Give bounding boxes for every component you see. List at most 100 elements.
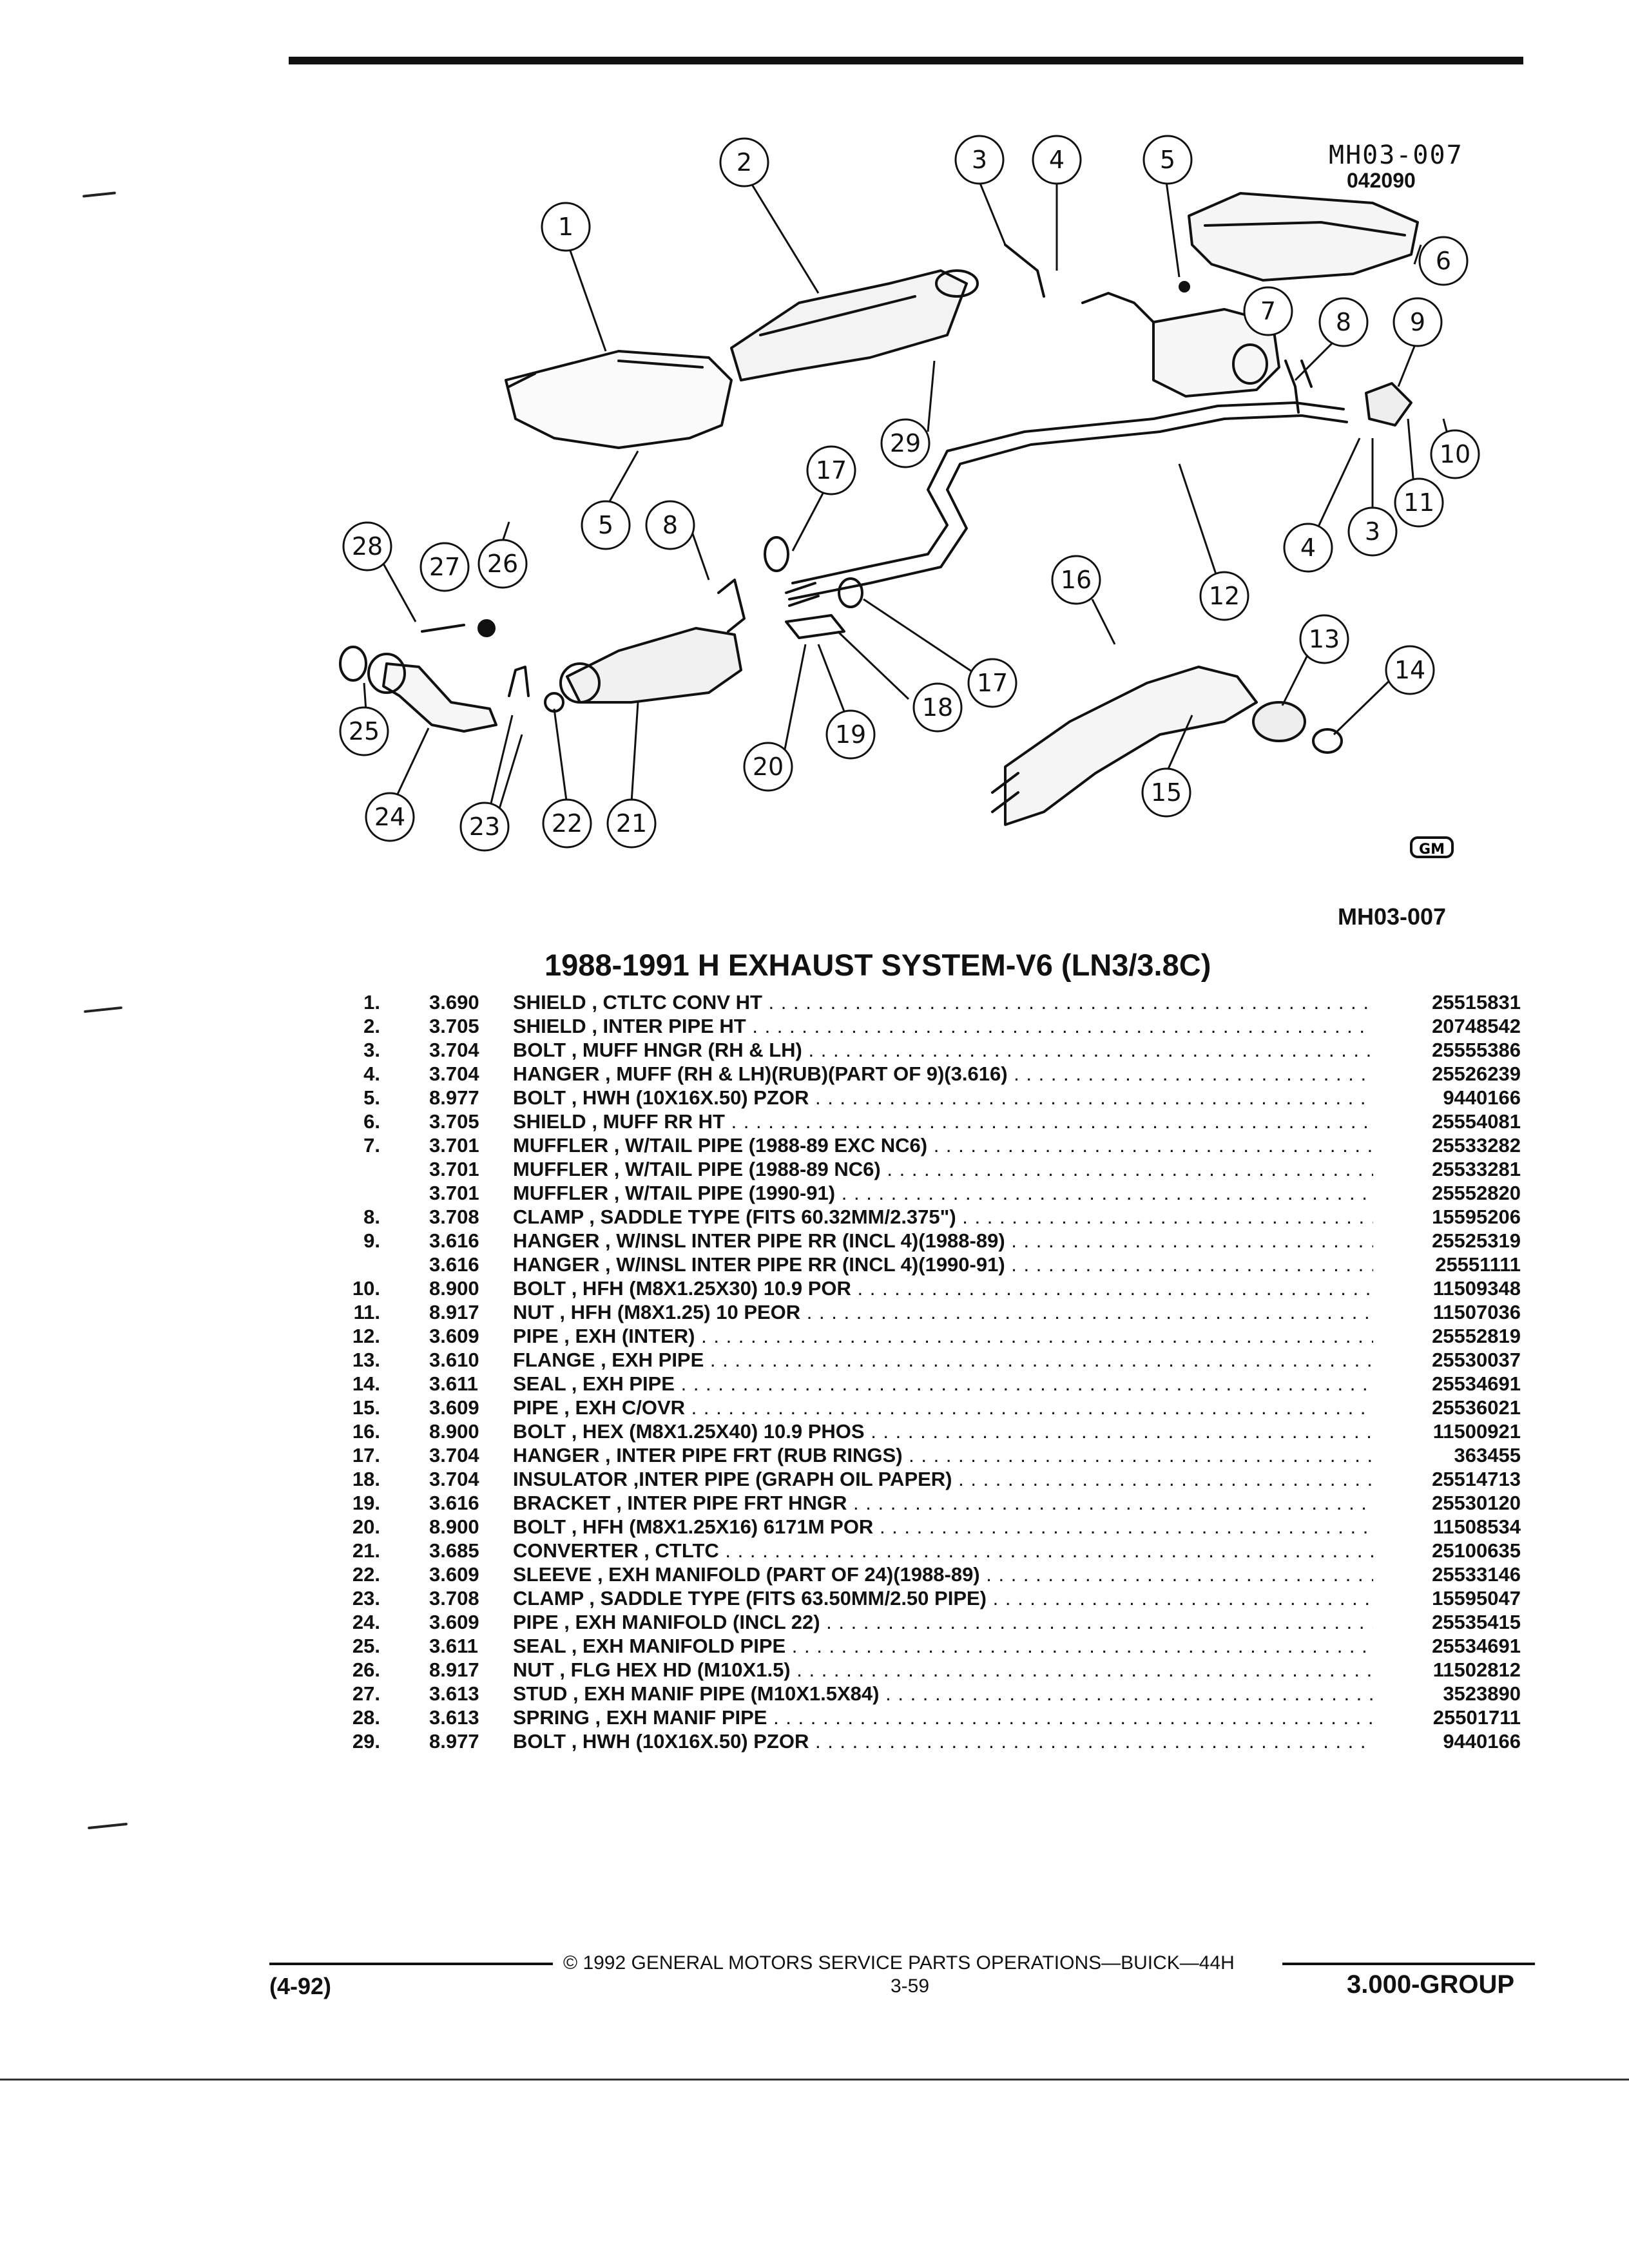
part-number: 11502812	[1432, 1658, 1521, 1681]
part-name: SLEEVE	[513, 1563, 592, 1586]
callout-18: 18	[922, 693, 953, 722]
part-name: MUFFLER	[513, 1182, 609, 1204]
part-name: SHIELD	[513, 991, 586, 1014]
footer-rule-left	[269, 1963, 553, 1965]
part-item-number: 9.	[363, 1229, 380, 1252]
part-number: 11508534	[1432, 1515, 1521, 1538]
part-name: PIPE	[513, 1325, 559, 1347]
part-item-number: 20.	[352, 1515, 380, 1538]
part-name: BOLT	[513, 1039, 566, 1061]
part-group-number: 3.609	[429, 1396, 479, 1419]
part-number: 9440166	[1443, 1086, 1521, 1109]
part-item-number: 7.	[363, 1134, 380, 1157]
part-spec: , W/TAIL PIPE (1988-89 EXC NC6)	[613, 1134, 928, 1157]
part-spec: , EXH MANIFOLD (INCL 22)	[564, 1611, 820, 1633]
callout-14: 14	[1394, 656, 1425, 684]
part-row: 20. 8.900 BOLT , HFH (M8X1.25X16) 6171M PO…	[342, 1515, 1521, 1539]
part-number: 9440166	[1443, 1730, 1521, 1753]
part-description: SEAL , EXH MANIFOLD PIPE	[513, 1634, 1373, 1658]
part-row: 7. 3.701 MUFFLER , W/TAIL PIPE (1988-89 EX…	[342, 1133, 1521, 1157]
scan-mark	[83, 1006, 123, 1014]
part-item-number: 1.	[363, 991, 380, 1014]
part-group-number: 3.613	[429, 1706, 479, 1729]
part-description: PIPE , EXH MANIFOLD (INCL 22)	[513, 1610, 1373, 1634]
part-group-number: 3.685	[429, 1539, 479, 1562]
part-spec: , MUFF RR HT	[592, 1110, 725, 1133]
callout-16: 16	[1061, 566, 1092, 594]
part-description: SPRING , EXH MANIF PIPE	[513, 1706, 1373, 1729]
callout-21: 21	[616, 809, 647, 838]
part-name: SEAL	[513, 1372, 566, 1395]
part-group-number: 8.900	[429, 1277, 479, 1300]
part-description: FLANGE , EXH PIPE	[513, 1348, 1373, 1372]
part-number: 25536021	[1432, 1396, 1521, 1419]
bottom-rule	[0, 2079, 1629, 2081]
part-name: PIPE	[513, 1396, 559, 1419]
part-group-number: 8.900	[429, 1515, 479, 1538]
callout-3: 3	[1365, 517, 1380, 546]
part-group-number: 3.704	[429, 1039, 479, 1061]
part-item-number: 24.	[352, 1611, 380, 1633]
part-item-number: 16.	[352, 1420, 380, 1443]
part-number: 25534691	[1432, 1372, 1521, 1395]
part-group-number: 3.701	[429, 1134, 479, 1157]
part-spec: , INTER PIPE HT	[592, 1015, 746, 1037]
part-name: SEAL	[513, 1635, 566, 1657]
callout-7: 7	[1260, 297, 1276, 325]
top-rule	[289, 57, 1523, 64]
part-spec: , MUFF HNGR (RH & LH)	[571, 1039, 802, 1061]
part-group-number: 3.705	[429, 1015, 479, 1037]
part-number: 15595047	[1432, 1587, 1521, 1610]
part-group-number: 3.705	[429, 1110, 479, 1133]
part-spec: , CTLTC CONV HT	[592, 991, 762, 1014]
part-description: NUT , HFH (M8X1.25) 10 PEOR	[513, 1300, 1373, 1324]
part-name: MUFFLER	[513, 1158, 609, 1180]
part-name: BRACKET	[513, 1492, 611, 1514]
part-name: BOLT	[513, 1086, 566, 1109]
part-name: BOLT	[513, 1730, 566, 1753]
part-description: INSULATOR ,INTER PIPE (GRAPH OIL PAPER)	[513, 1467, 1373, 1491]
part-group-number: 3.708	[429, 1587, 479, 1610]
gm-logo-text: GM	[1419, 841, 1445, 858]
part-group-number: 3.616	[429, 1229, 479, 1252]
callout-2: 2	[737, 148, 752, 177]
part-name: SHIELD	[513, 1015, 586, 1037]
part-name: MUFFLER	[513, 1134, 609, 1157]
part-number: 25526239	[1432, 1062, 1521, 1085]
part-name: HANGER	[513, 1253, 600, 1276]
part-group-number: 3.616	[429, 1253, 479, 1276]
part-name: NUT	[513, 1301, 554, 1323]
part-group-number: 8.917	[429, 1658, 479, 1681]
callout-17: 17	[816, 456, 847, 485]
part-group-number: 8.977	[429, 1086, 479, 1109]
part-group-number: 3.610	[429, 1349, 479, 1371]
part-group-number: 3.616	[429, 1492, 479, 1514]
callout-23: 23	[469, 812, 500, 841]
part-group-number: 3.704	[429, 1444, 479, 1466]
part-spec: , W/INSL INTER PIPE RR (INCL 4)(1988-89)	[604, 1229, 1005, 1252]
callout-15: 15	[1151, 778, 1182, 807]
part-item-number: 3.	[363, 1039, 380, 1061]
part-spec: , EXH MANIF PIPE	[595, 1706, 767, 1729]
part-group-number: 3.704	[429, 1062, 479, 1085]
part-description: BOLT , HFH (M8X1.25X16) 6171M POR	[513, 1515, 1373, 1539]
callout-28: 28	[352, 532, 383, 561]
part-number: 363455	[1454, 1444, 1521, 1466]
callout-29: 29	[890, 429, 921, 457]
part-spec: , HFH (M8X1.25) 10 PEOR	[559, 1301, 801, 1323]
part-spec: , INTER PIPE FRT HNGR	[616, 1492, 847, 1514]
part-number: 25515831	[1432, 991, 1521, 1014]
part-item-number: 23.	[352, 1587, 380, 1610]
